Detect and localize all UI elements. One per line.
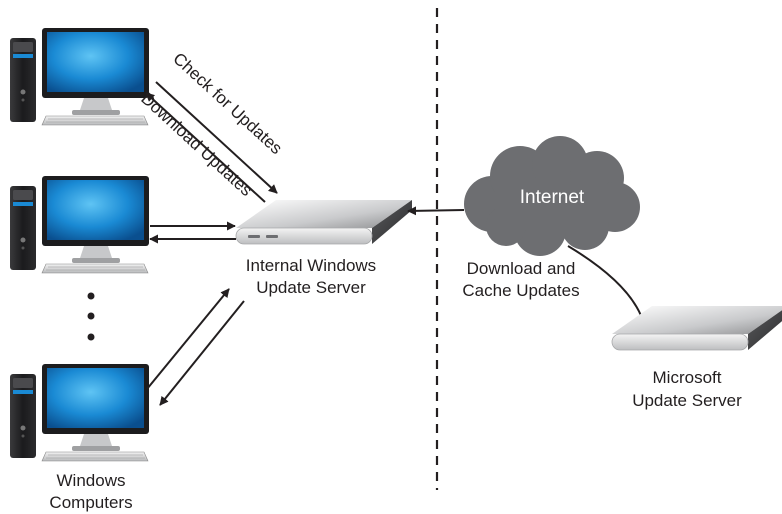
desktop-computer-icon xyxy=(9,27,150,126)
download-cache-label-line2: Cache Updates xyxy=(462,281,579,300)
download-cache-label-line1: Download and xyxy=(467,259,576,278)
arrows-computer-3 xyxy=(146,288,245,406)
internet-to-server-arrow xyxy=(407,206,465,216)
more-computers-ellipsis xyxy=(87,292,95,341)
internet-to-microsoft-link xyxy=(567,245,643,319)
arrows-computer-2 xyxy=(149,221,236,244)
computer-2 xyxy=(9,175,150,274)
windows-computers-label-line2: Computers xyxy=(49,493,132,512)
desktop-computer-icon xyxy=(9,363,150,462)
internal-server-label-line2: Update Server xyxy=(256,278,366,297)
cloud-icon xyxy=(464,136,640,256)
server-appliance-icon xyxy=(235,199,413,245)
arrows-computer-1 xyxy=(145,81,278,203)
download-updates-arrow xyxy=(145,92,266,203)
internal-update-server xyxy=(235,199,413,245)
internal-server-label-line1: Internal Windows xyxy=(246,256,376,275)
computer-1 xyxy=(9,27,150,126)
windows-computers-label-line1: Windows xyxy=(57,471,126,490)
check-updates-arrow xyxy=(155,81,278,194)
desktop-computer-icon xyxy=(9,175,150,274)
internet-cloud: Internet xyxy=(464,136,640,256)
server-appliance-icon xyxy=(611,305,782,351)
microsoft-update-server xyxy=(611,305,782,351)
computer-3 xyxy=(9,363,150,462)
microsoft-server-label-line2: Update Server xyxy=(632,391,742,410)
internet-label: Internet xyxy=(520,187,585,208)
microsoft-server-label-line1: Microsoft xyxy=(653,368,722,387)
